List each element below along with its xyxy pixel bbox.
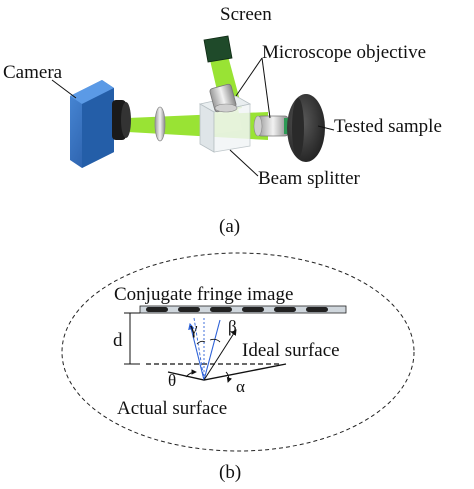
screen-icon: [203, 35, 233, 63]
label-ideal-surface: Ideal surface: [242, 340, 340, 361]
label-theta: θ: [168, 371, 176, 390]
label-camera: Camera: [3, 62, 63, 83]
upper-objective-icon: [209, 83, 238, 113]
caption-a: (a): [219, 216, 240, 237]
detail-ellipse: [61, 252, 415, 452]
leader-sample: [317, 125, 335, 131]
label-microscope-objective: Microscope objective: [262, 42, 426, 63]
camera-icon: [70, 80, 131, 168]
angle-beta-arc: [209, 338, 221, 343]
angle-alpha-arc: [225, 371, 232, 383]
label-tested-sample: Tested sample: [334, 116, 442, 137]
label-d: d: [113, 330, 123, 351]
label-screen: Screen: [220, 4, 272, 25]
actual-surface-line: [167, 363, 287, 381]
label-alpha: α: [236, 377, 245, 396]
distance-d-marker: [124, 312, 140, 365]
focusing-lens-icon: [154, 106, 166, 142]
fringe-plate-icon: [139, 305, 347, 314]
panel-a: Screen Camera Microscope objective Teste…: [3, 4, 442, 237]
reflected-ray-2: [203, 329, 237, 381]
incident-ray: [203, 319, 221, 381]
normal-dashed: [193, 317, 205, 381]
angle-gamma-arc: [196, 340, 206, 345]
label-beam-splitter: Beam splitter: [258, 168, 361, 189]
label-actual-surface: Actual surface: [117, 398, 227, 419]
panel-b: Conjugate fringe image d γ β Ideal surfa…: [61, 252, 415, 483]
reflected-ray: [188, 322, 205, 381]
tested-sample-icon: [287, 94, 325, 162]
right-objective-icon: [253, 115, 289, 137]
caption-b: (b): [219, 462, 241, 483]
leader-camera: [51, 79, 77, 99]
label-gamma: γ: [189, 319, 198, 338]
leader-objective-right: [261, 57, 271, 119]
label-conjugate-fringe-image: Conjugate fringe image: [114, 284, 293, 305]
leader-objective-upper: [235, 57, 263, 97]
label-beta: β: [228, 317, 237, 336]
angle-theta-arc: [185, 369, 197, 378]
leader-splitter: [229, 149, 259, 177]
